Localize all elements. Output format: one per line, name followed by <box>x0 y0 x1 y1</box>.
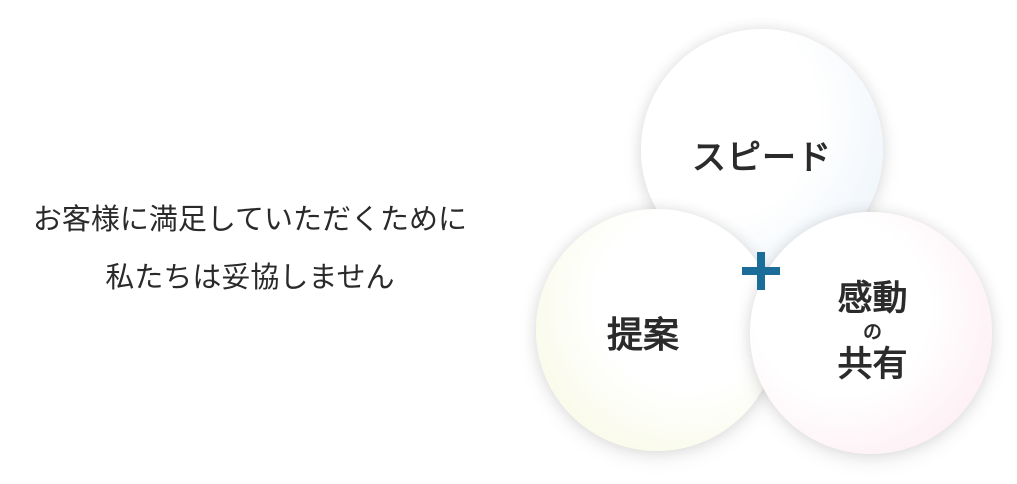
plus-icon <box>742 252 780 290</box>
proposal-label: 提案 <box>606 315 679 356</box>
tagline-line-1: お客様に満足していただくために <box>32 202 468 236</box>
plus-icon-vertical-bar <box>757 252 765 290</box>
share-circle <box>750 212 992 454</box>
tagline-line-2: 私たちは妥協しません <box>105 260 395 294</box>
share-label-line-2: 共有 <box>837 345 908 385</box>
share-label-connector: の <box>862 321 882 343</box>
share-label-line-1: 感動 <box>837 279 908 319</box>
proposal-circle <box>536 209 778 451</box>
speed-label: スピード <box>692 138 832 178</box>
share-label: 感動 の 共有 <box>790 282 955 383</box>
tagline: お客様に満足していただくために 私たちは妥協しません <box>0 190 500 306</box>
